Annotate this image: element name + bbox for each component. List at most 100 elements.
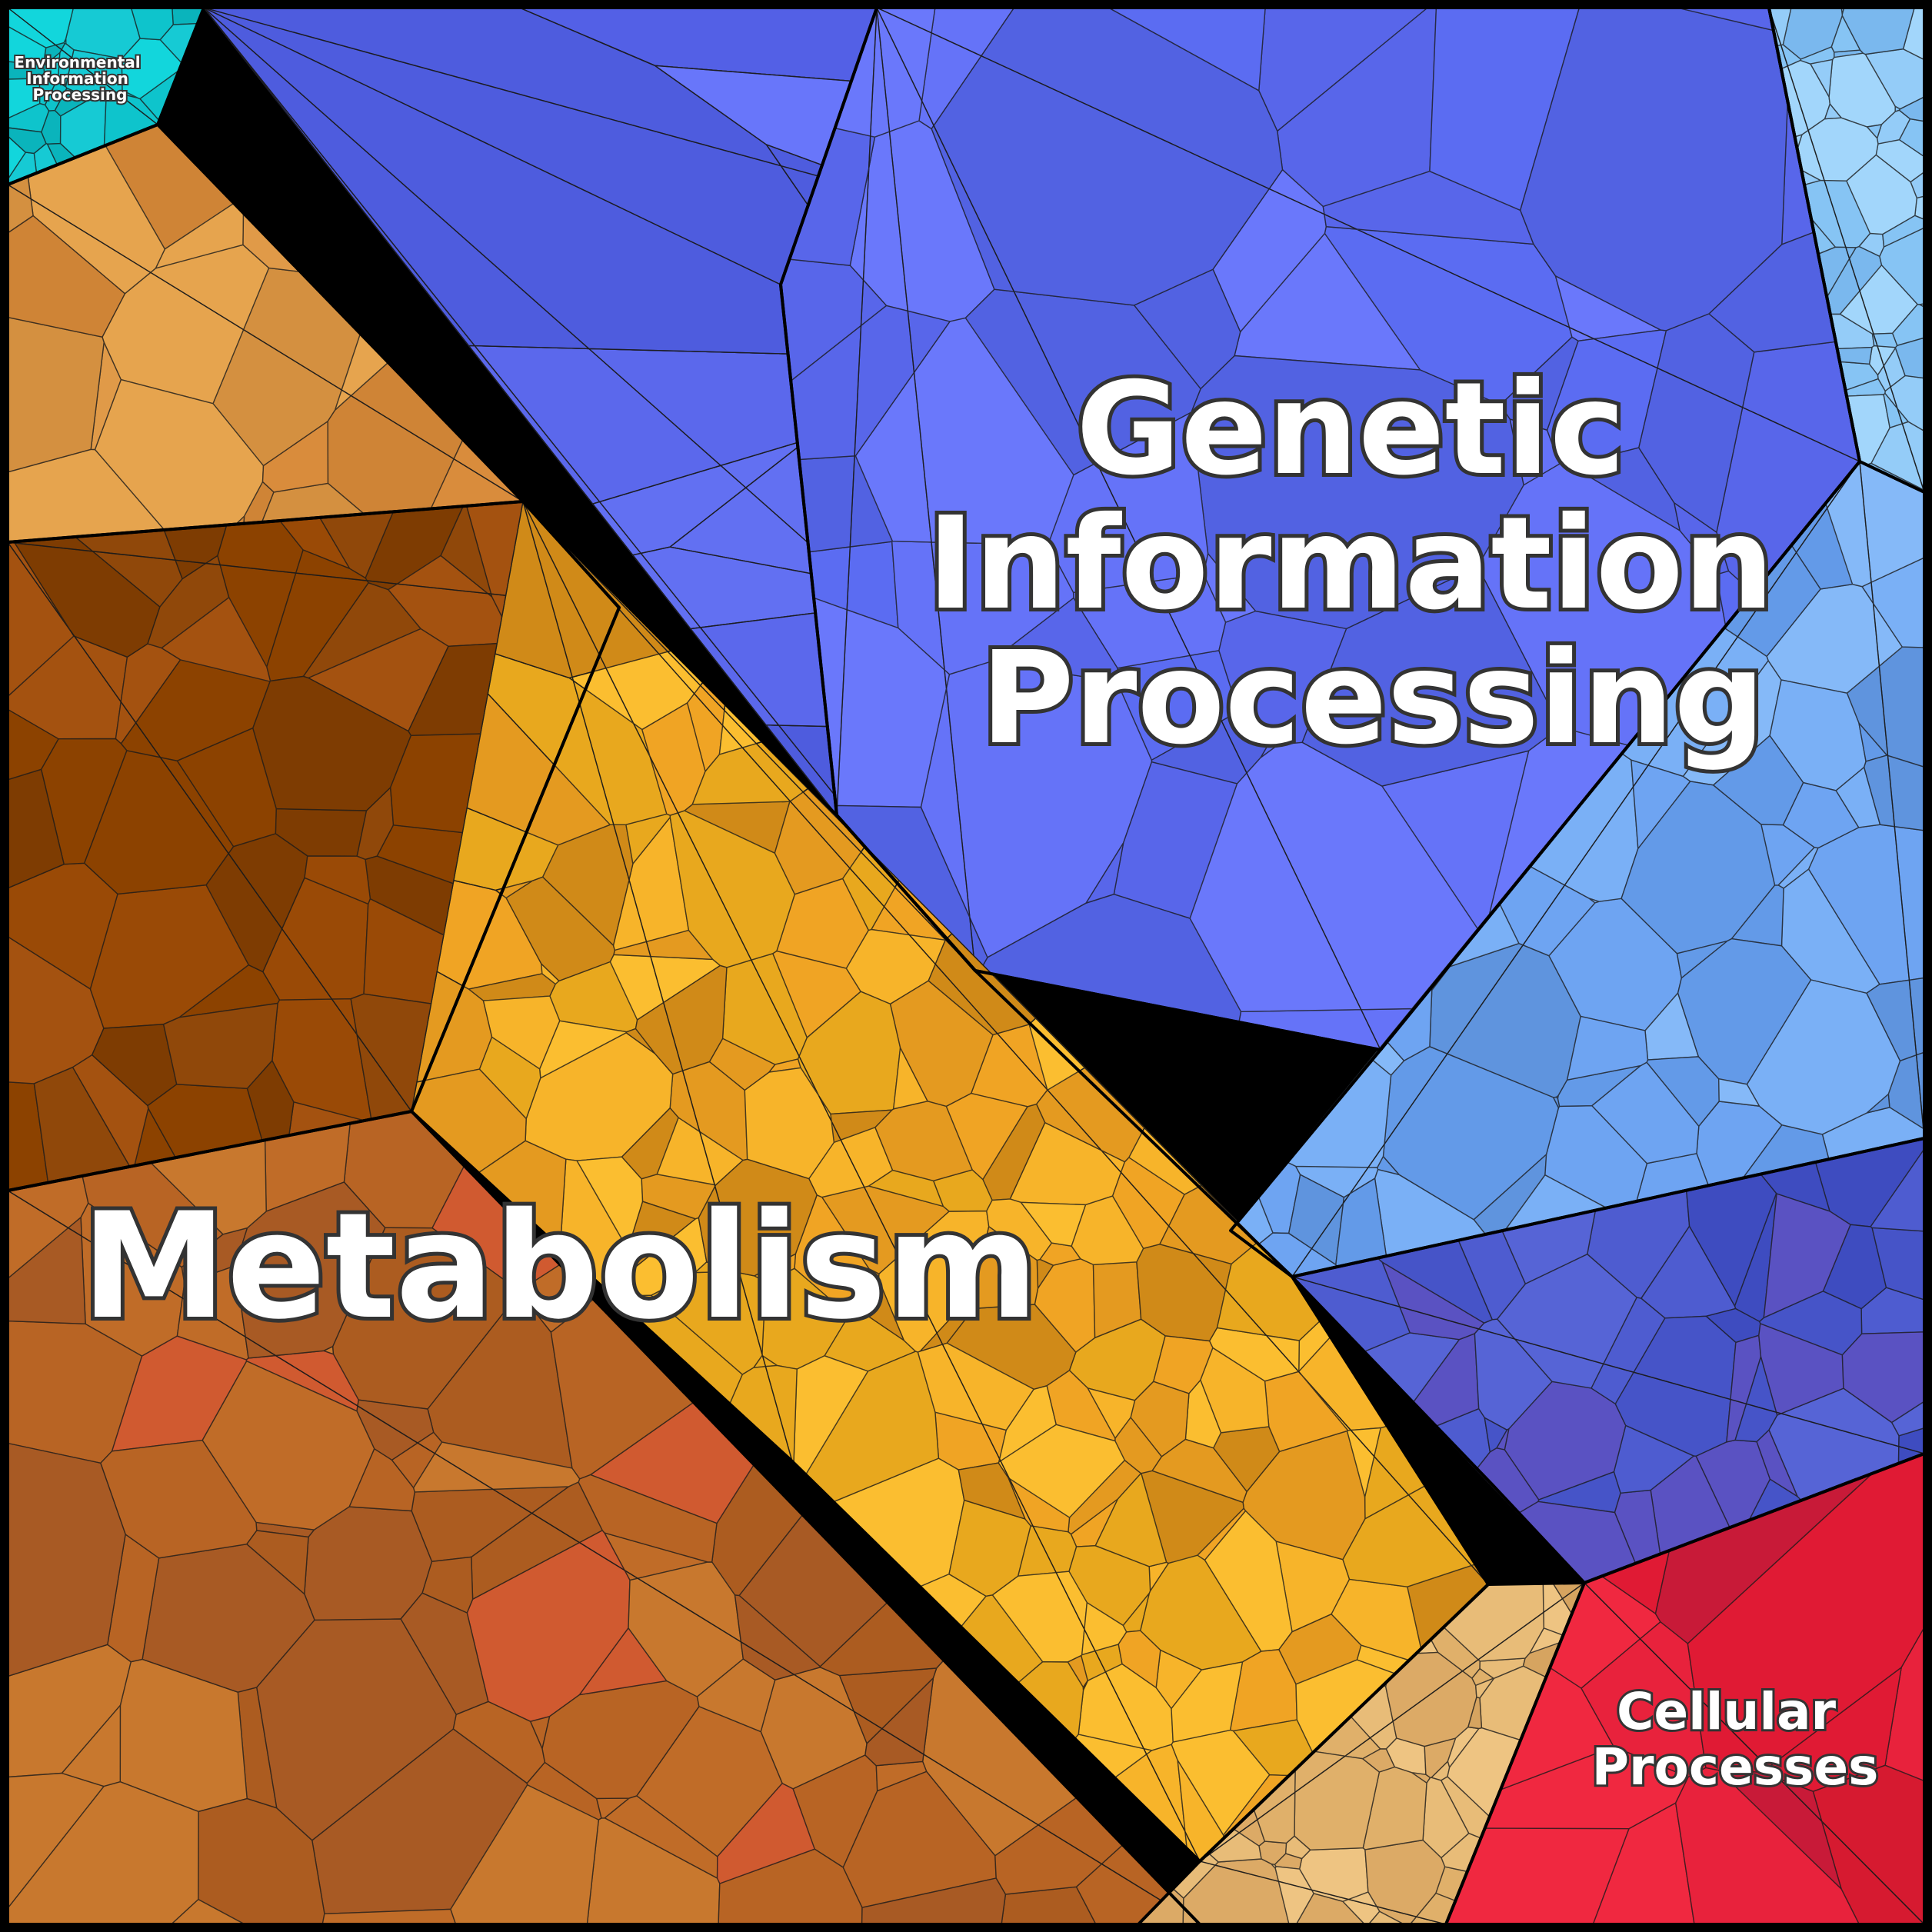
cell-outline-genetic (1863, 754, 1896, 828)
cell-outline-metabolism (578, 1474, 718, 1563)
cell-outline-metabolism (708, 1038, 776, 1091)
label-cellular: Cellular Processes (1592, 1682, 1879, 1797)
cell-outline-genetic (1638, 367, 1744, 534)
label-metabolism: Metabolism (82, 1181, 1039, 1351)
cell-outline-metabolism (83, 750, 229, 895)
cell-outline-genetic (1877, 365, 1891, 392)
cell-outline-metabolism (1071, 1195, 1144, 1266)
cell-outline-metabolism (245, 1530, 309, 1595)
cell-outline-genetic (1677, 938, 1812, 1085)
cell-outline-metabolism (162, 1002, 278, 1090)
cell-outline-metabolism (718, 724, 744, 755)
cell-outline-metabolism (994, 1824, 1103, 1895)
label-genetic: Genetic Information Processing (927, 355, 1818, 773)
cell-outline-genetic (931, 124, 1015, 292)
cell-outline-metabolism (1216, 1288, 1268, 1337)
cell-outline-metabolism (716, 1782, 816, 1884)
cell-outline-metabolism (928, 963, 998, 1036)
cell-outline-metabolism (1208, 1832, 1262, 1863)
cell-outline-genetic (1676, 940, 1728, 979)
cell-outline-metabolism (1269, 1863, 1277, 1870)
cell-outline-metabolism (1028, 1017, 1086, 1091)
cell-outline-genetic (1189, 771, 1362, 1013)
cell-outline-genetic (1871, 333, 1878, 347)
cell-outline-metabolism (412, 1452, 495, 1493)
cell-outline-genetic (1775, 1411, 1784, 1416)
cell-outline-genetic (1846, 154, 1918, 235)
cell-outline-genetic (1717, 1078, 1760, 1108)
cell-outline-metabolism (1081, 1627, 1096, 1656)
cell-outline-metabolism (486, 592, 493, 598)
cell-outline-genetic (1324, 213, 1357, 230)
cell-outline-genetic (1841, 7, 1916, 55)
cell-outline-metabolism (656, 1117, 716, 1186)
cell-outline-genetic (1632, 764, 1691, 851)
cell-outline-genetic (1614, 1371, 1731, 1457)
cell-outline-genetic (1873, 332, 1898, 348)
cell-outline-genetic (1777, 847, 1819, 889)
cell-outline-metabolism (1256, 1791, 1296, 1844)
cell-outline-genetic (1758, 1323, 1844, 1414)
cell-outline-metabolism (1140, 1554, 1262, 1671)
cell-outline-metabolism (1151, 1438, 1247, 1504)
cell-outline-metabolism (852, 1710, 883, 1745)
cell-outline-metabolism (1086, 1387, 1136, 1440)
cell-outline-genetic (1398, 1306, 1480, 1341)
cell-outline-genetic (964, 288, 1098, 476)
cell-outline-metabolism (1035, 1089, 1102, 1151)
cell-outline-genetic (1824, 102, 1843, 120)
cell-outline-genetic (1513, 1337, 1604, 1389)
cell-outline-metabolism (986, 1198, 1053, 1261)
cell-outline-genetic (989, 597, 1118, 683)
cell-outline-genetic (1084, 842, 1124, 904)
cell-outline-metabolism (1477, 1611, 1545, 1662)
cell-outline-metabolism (841, 867, 885, 931)
cell-outline-metabolism (1200, 1347, 1270, 1434)
cell-outline-metabolism (245, 1335, 278, 1359)
cell-outline-genetic (1866, 979, 1917, 1062)
cell-outline-genetic (978, 893, 1242, 1023)
cell-outline-metabolism (202, 1360, 375, 1531)
cell-outline-environmental (57, 48, 73, 88)
cell-outline-genetic (1203, 552, 1257, 623)
cell-outline-genetic (1218, 610, 1347, 746)
cell-outline-genetic (1566, 1015, 1649, 1081)
cell-outline-metabolism (1264, 1371, 1349, 1453)
cell-outline-genetic (1657, 313, 1755, 408)
cell-outline-metabolism (99, 1439, 258, 1559)
cell-outline-genetic (1613, 1424, 1695, 1494)
cell-outline-genetic (1870, 423, 1925, 491)
cell-outline-metabolism (635, 1001, 684, 1075)
cell-outline-genetic (980, 7, 1284, 190)
cell-outline-metabolism (1136, 1244, 1227, 1342)
cell-outline-genetic (1499, 336, 1579, 431)
cell-outline-genetic (1342, 1193, 1351, 1204)
cell-outline-metabolism (440, 505, 492, 595)
cell-outline-genetic (1809, 58, 1834, 99)
cell-outline-metabolism (821, 1186, 900, 1275)
cell-outline-cellular (1694, 1692, 1770, 1773)
cell-outline-metabolism (740, 1641, 796, 1681)
cell-outline-genetic (1555, 1094, 1560, 1100)
cell-outline-metabolism (867, 1169, 944, 1208)
cell-outline-metabolism (1082, 1680, 1089, 1690)
cell-outline-metabolism (505, 876, 615, 982)
cell-metabolism (7, 316, 105, 473)
cell-outline-genetic (1712, 734, 1804, 826)
cell-outline-metabolism (261, 420, 329, 493)
cell-outline-metabolism (945, 1092, 1029, 1181)
cell-outline-metabolism (69, 629, 76, 638)
cell-outline-metabolism (1128, 1127, 1203, 1195)
cell-outline-genetic (1588, 898, 1601, 904)
cell-outline-metabolism (626, 1201, 697, 1275)
label-layer: Environmental Information Processing Gen… (12, 52, 1880, 1799)
cell-outline-metabolism (334, 388, 352, 412)
cell-outline-metabolism (948, 1499, 1031, 1597)
cell-outline-metabolism (1361, 1748, 1396, 1773)
cell-outline-genetic (1287, 1174, 1345, 1250)
cell-outline-metabolism (421, 1556, 474, 1614)
cell-outline-metabolism (13, 542, 161, 658)
